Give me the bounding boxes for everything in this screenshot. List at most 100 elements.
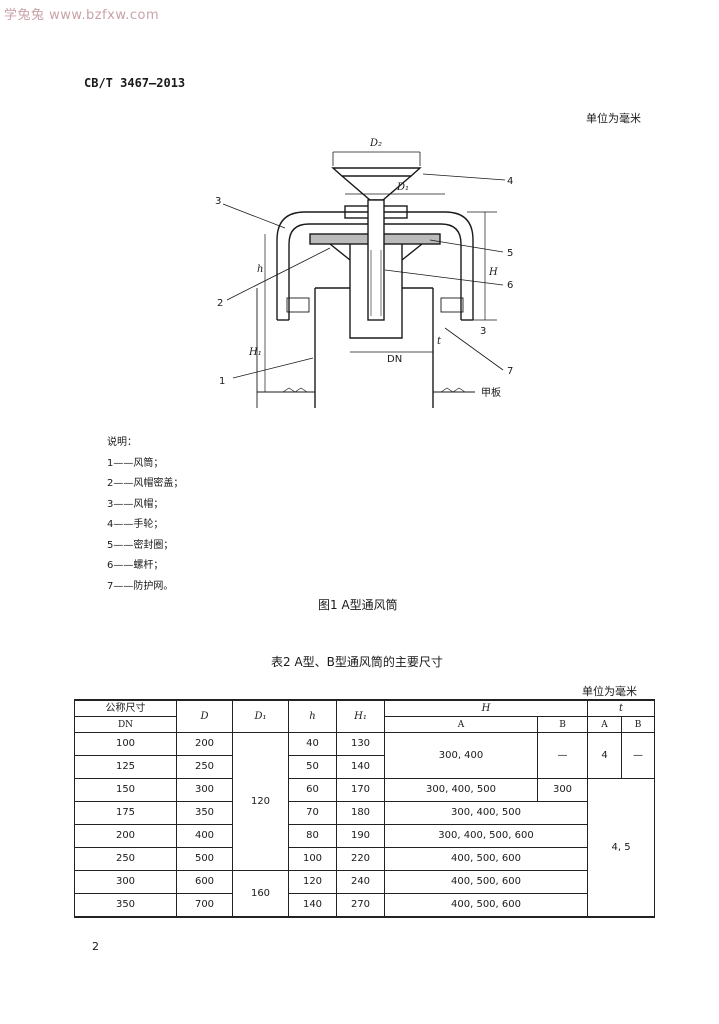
cell-d: 700 (176, 893, 233, 918)
cell-dn: 350 (74, 893, 177, 918)
cell-dn: 200 (74, 824, 177, 848)
callout-4: 4 (507, 176, 513, 187)
watermark: 学兔兔 www.bzfxw.com (4, 8, 160, 23)
label-t: t (437, 336, 442, 347)
cell-dn: 175 (74, 801, 177, 825)
header-h: h (288, 699, 337, 733)
legend-item: 2——风帽密盖； (107, 478, 184, 489)
cell-h-merged: 400, 500, 600 (383, 847, 589, 871)
standard-code: CB/T 3467—2013 (84, 76, 186, 90)
callout-1: 1 (219, 376, 225, 387)
cell-h1: 180 (336, 801, 385, 825)
legend-item: 4——手轮； (107, 519, 164, 530)
header-dn-label: 公称尺寸 (74, 699, 177, 717)
cell-d: 300 (176, 778, 233, 802)
cell-h1: 170 (336, 778, 385, 802)
cell-h-b: 300 (536, 778, 589, 802)
cell-h: 60 (288, 778, 337, 802)
cell-h: 70 (288, 801, 337, 825)
label-big-h: H (488, 267, 498, 278)
table-row: 300 600 160 120 240 400, 500, 600 (74, 870, 655, 918)
table-row: 150 300 60 170 300, 400, 500 300 4, 5 (74, 778, 656, 918)
header-h1: H₁ (336, 699, 385, 733)
header-t-b: B (621, 716, 656, 733)
cell-d: 350 (176, 801, 233, 825)
cell-h-merged: 400, 500, 600 (383, 870, 589, 894)
cell-h-merged: 300, 400, 500, 600 (383, 824, 589, 848)
label-h1: H₁ (248, 347, 262, 358)
ventilator-drawing: D₂ D₁ DN h H H₁ t 3 甲板 1 2 3 4 5 6 7 (205, 130, 535, 415)
header-d1: D₁ (232, 699, 289, 733)
cell-d1: 120 (232, 732, 289, 871)
table-row: 350 700 140 270 400, 500, 600 (74, 893, 655, 918)
legend-item: 6——螺杆； (107, 560, 164, 571)
cell-h: 120 (288, 870, 337, 894)
cell-h: 140 (288, 893, 337, 918)
header-h-b: B (536, 716, 589, 733)
legend-item: 1——风筒； (107, 457, 164, 469)
label-d1: D₁ (396, 182, 409, 193)
cell-h-a: 300, 400, 500 (384, 778, 538, 802)
legend-title: 说明： (107, 437, 137, 448)
cell-h1: 140 (336, 755, 385, 779)
guide-sleeve (349, 244, 403, 339)
cell-t-a: 4 (587, 732, 623, 779)
callout-3: 3 (215, 196, 221, 207)
legend: 说明： 1——风筒； 2——风帽密盖； 3——风帽； 4——手轮； 5——密封圈… (107, 433, 183, 597)
legend-item: 7——防护网。 (107, 580, 174, 592)
cell-t-b: — (621, 732, 656, 779)
cell-h1: 130 (336, 732, 385, 756)
label-deck: 甲板 (481, 386, 501, 399)
cell-d1: 160 (232, 870, 289, 918)
cell-h-a: 300, 400 (384, 732, 538, 779)
cell-h: 50 (288, 755, 337, 779)
label-dn: DN (387, 354, 402, 365)
cell-dn: 125 (74, 755, 177, 779)
label-h: h (257, 264, 263, 275)
cell-dn: 300 (74, 870, 177, 894)
label-d2: D₂ (369, 138, 382, 149)
cell-h-merged: 300, 400, 500 (383, 801, 589, 825)
table-row: 175 350 70 180 300, 400, 500 (74, 801, 655, 825)
cell-d: 500 (176, 847, 233, 871)
ventilator-diagram: D₂ D₁ DN h H H₁ t 3 甲板 1 2 3 4 5 6 7 (215, 138, 513, 408)
table-row: 200 400 80 190 300, 400, 500, 600 (74, 824, 655, 848)
cell-h: 100 (288, 847, 337, 871)
cell-dn: 150 (74, 778, 177, 802)
figure-caption: 图1 A型通风筒 (318, 598, 398, 612)
label-three: 3 (480, 326, 486, 337)
cell-d: 200 (176, 732, 233, 756)
callout-5: 5 (507, 248, 513, 259)
header-d: D (176, 699, 233, 733)
table-unit-note: 单位为毫米 (582, 685, 637, 698)
screw-rod (367, 199, 385, 321)
cell-h1: 190 (336, 824, 385, 848)
cell-dn: 100 (74, 732, 177, 756)
unit-note: 单位为毫米 (586, 112, 641, 125)
dimensions-table: 公称尺寸 D D₁ h H₁ H t DN A B A B 100 200 12… (74, 699, 656, 918)
cell-h-merged: 400, 500, 600 (383, 893, 589, 918)
cell-dn: 250 (74, 847, 177, 871)
cell-d: 250 (176, 755, 233, 779)
cell-h-b: — (536, 732, 589, 779)
handwheel-rim (331, 167, 422, 177)
table-caption: 表2 A型、B型通风筒的主要尺寸 (271, 655, 443, 669)
callout-6: 6 (507, 280, 513, 291)
cell-d: 400 (176, 824, 233, 848)
cell-h1: 240 (336, 870, 385, 894)
page-number: 2 (92, 940, 99, 953)
header-t: t (587, 699, 656, 717)
legend-item: 3——风帽； (107, 498, 164, 510)
cell-t-merged: 4, 5 (587, 778, 656, 918)
cell-h: 80 (288, 824, 337, 848)
cell-h: 40 (288, 732, 337, 756)
table-row: 250 500 100 220 400, 500, 600 (74, 847, 655, 871)
callout-2: 2 (217, 298, 223, 309)
header-h-a: A (384, 716, 538, 733)
cell-h1: 270 (336, 893, 385, 918)
header-big-h: H (383, 699, 589, 717)
legend-item: 5——密封圈； (107, 539, 174, 551)
header-t-a: A (587, 716, 623, 733)
callout-7: 7 (507, 366, 513, 377)
cell-h1: 220 (336, 847, 385, 871)
